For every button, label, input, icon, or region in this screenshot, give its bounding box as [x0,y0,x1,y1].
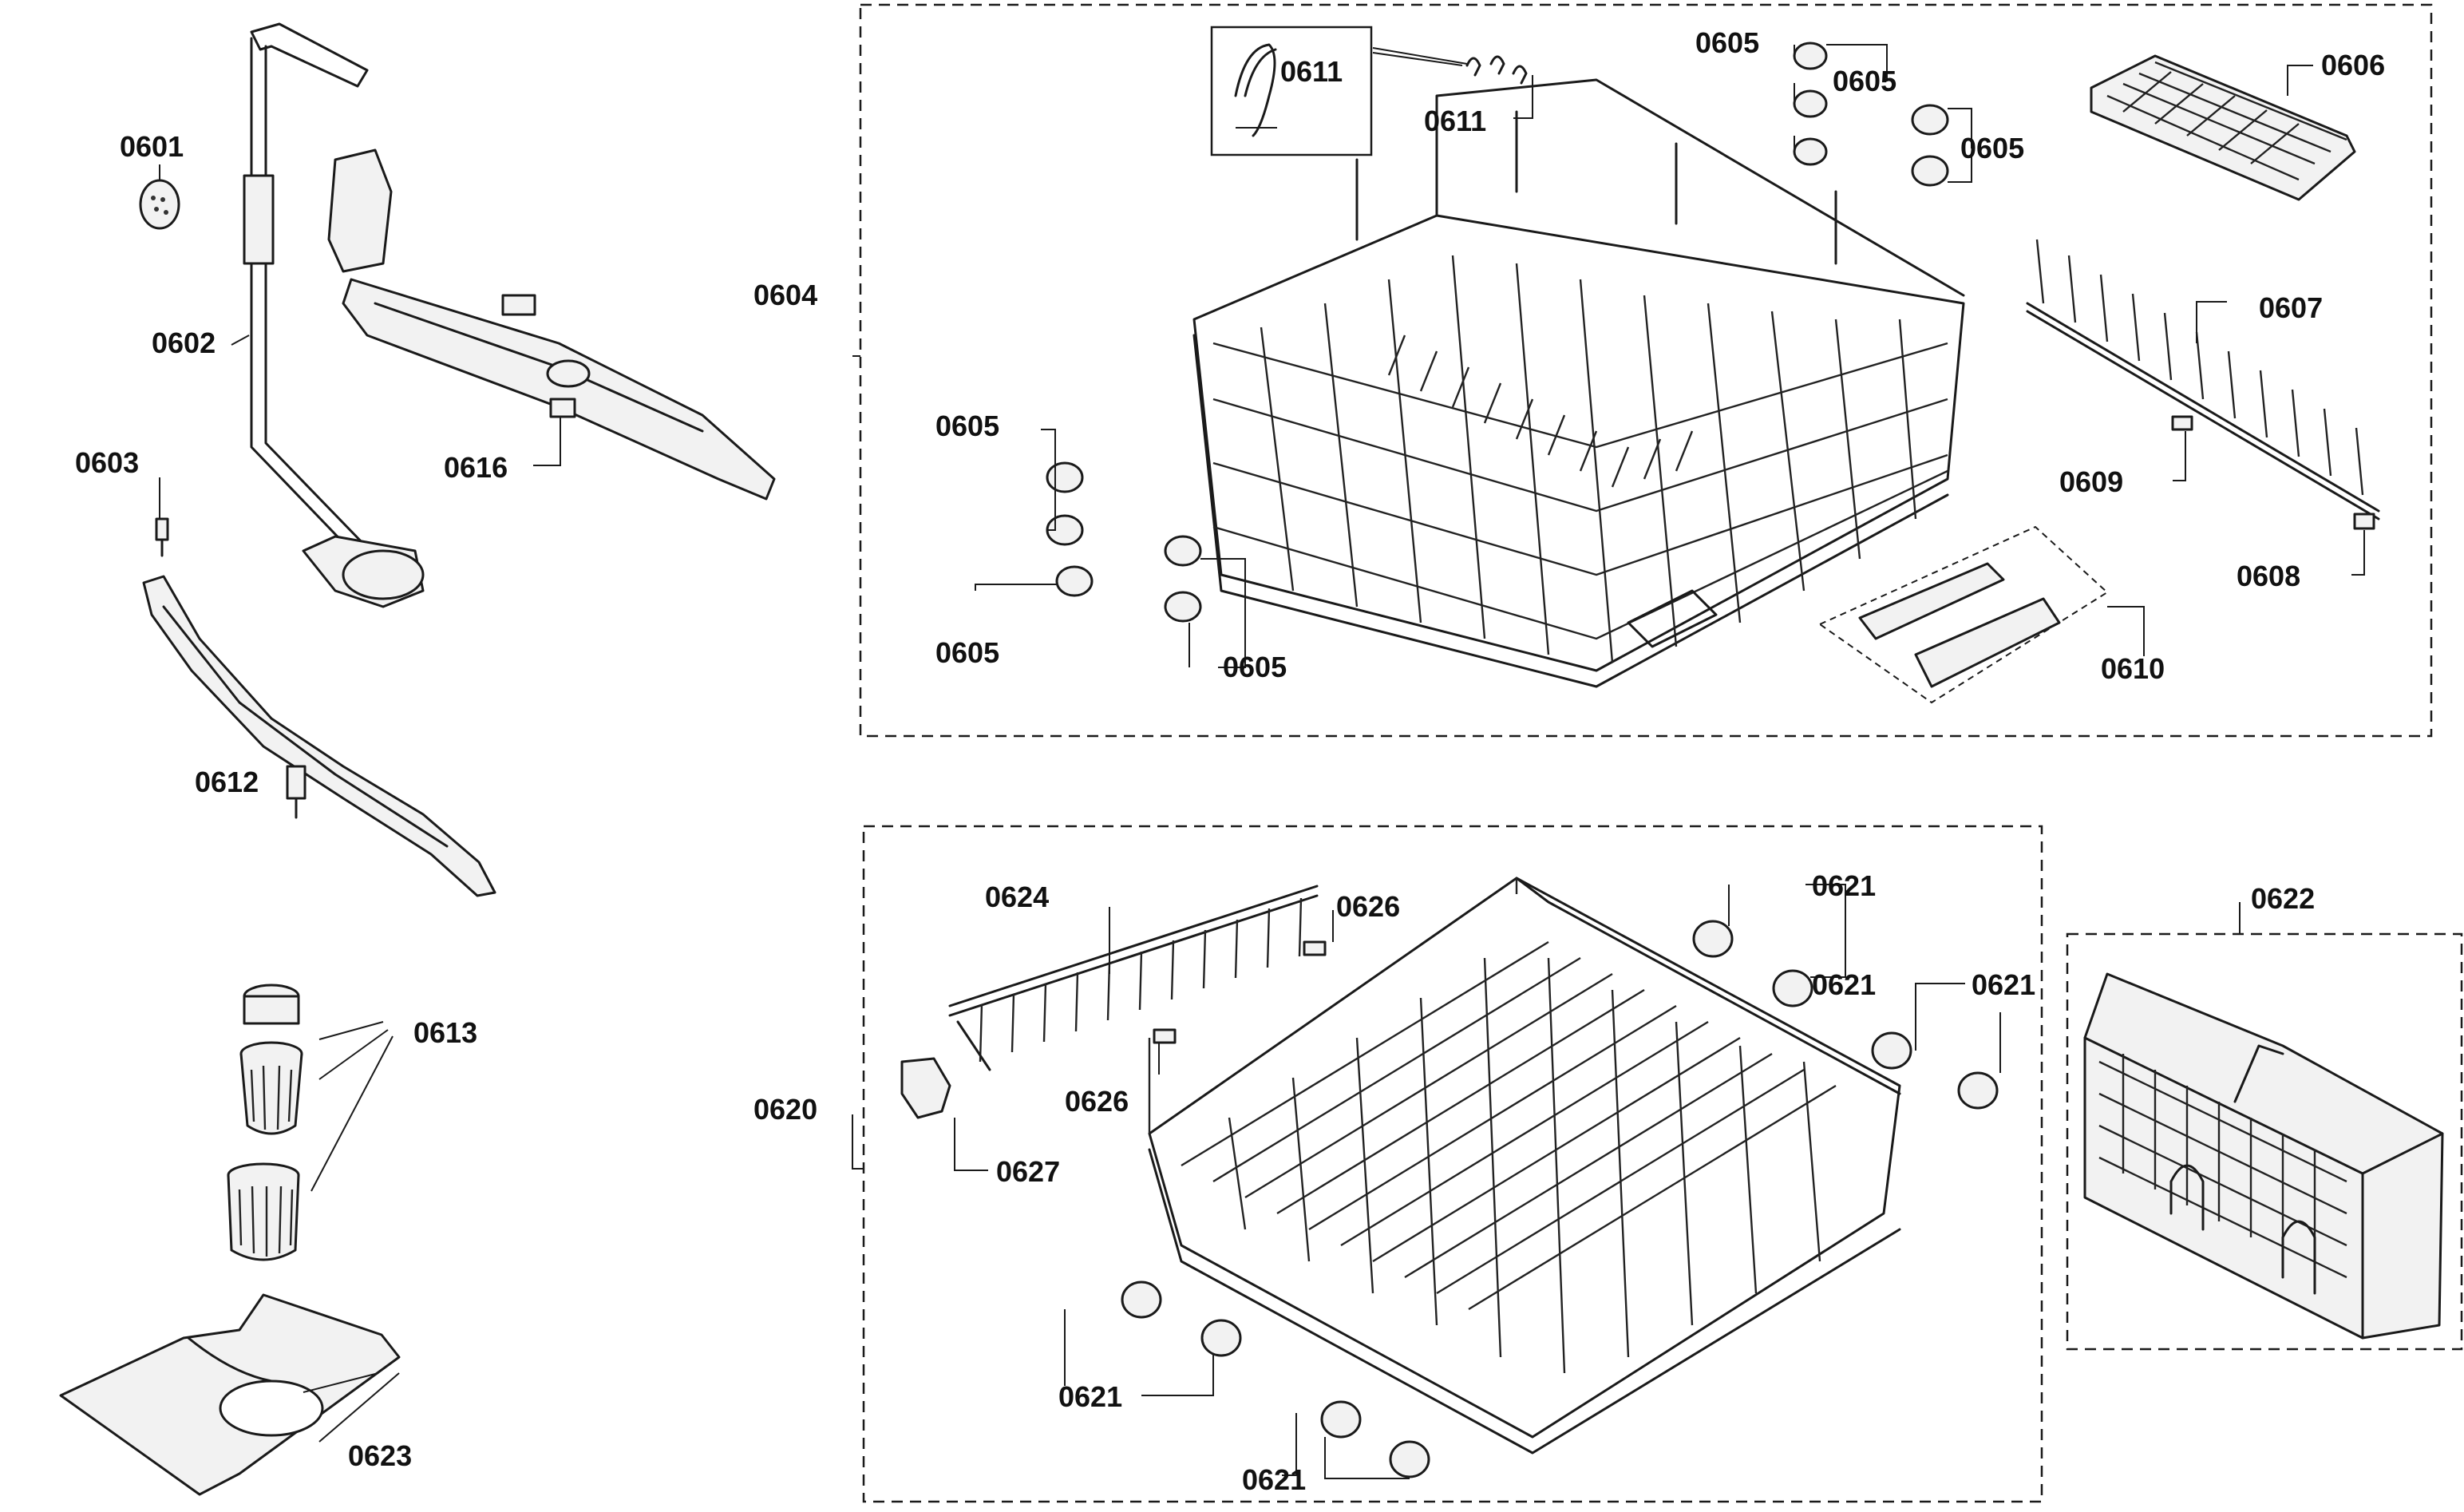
callout-0627: 0627 [996,1155,1060,1188]
part-0626-clip-upper [1303,940,1327,956]
callout-0605-a: 0605 [1695,26,1759,59]
part-0609-clip [2171,415,2193,431]
part-0612-lower-spray-arm [142,575,496,897]
callout-0610: 0610 [2101,652,2165,685]
callout-0604: 0604 [753,279,817,311]
callout-0605-b: 0605 [1833,65,1896,97]
part-0611-rack-clips [1234,43,1528,137]
callout-0623: 0623 [348,1439,412,1472]
part-0606-cup-shelf [2090,54,2356,201]
part-0610-handle-assembly [1817,525,2109,704]
callout-0607: 0607 [2259,291,2323,324]
callout-0606: 0606 [2321,49,2385,81]
part-0624-tine-row [948,885,1319,1071]
leader-lines [159,44,2365,1479]
callout-0605-e: 0605 [935,636,999,669]
lower-rack-wheels [1121,920,1999,1478]
callout-0612: 0612 [195,766,259,798]
callout-0602: 0602 [152,327,216,359]
callout-0616: 0616 [444,451,508,484]
callout-0624: 0624 [985,881,1049,913]
part-0608-clip [2353,513,2375,530]
callout-0609: 0609 [2059,465,2123,498]
callout-0611-a: 0611 [1280,55,1343,88]
lower-rack-group-box [862,825,2043,1503]
part-0601-filter-cap [139,179,180,230]
callout-0601: 0601 [120,130,184,163]
callout-0608: 0608 [2237,560,2300,592]
part-upper-wire-rack [1192,78,1965,688]
callout-0621-c: 0621 [1058,1380,1122,1413]
part-0627-latch [900,1057,951,1119]
part-0616-upper-spray-arm [327,148,776,501]
callout-0605-c: 0605 [1960,132,2024,164]
part-0623-sump-cover-plate [59,1293,401,1496]
callout-labels: 0601 0602 0603 0604 0605 0605 0605 0605 … [75,26,2385,1496]
part-0622-cutlery-basket [2083,972,2444,1340]
callout-0613: 0613 [413,1016,477,1049]
part-lower-wire-rack [1148,877,1901,1455]
upper-rack-group-box [859,3,2433,738]
callout-0603: 0603 [75,446,139,479]
callout-0605-f: 0605 [1223,651,1287,683]
callout-0620: 0620 [753,1093,817,1126]
callout-0626-b: 0626 [1065,1085,1129,1118]
callout-0621-d: 0621 [1242,1463,1306,1496]
part-0603-screw [155,517,169,557]
clip-inset-box [1210,26,1373,156]
callout-0621-b: 0621 [1972,968,2035,1001]
part-0613-filter-assembly [227,984,303,1261]
callout-0611-b: 0611 [1424,105,1486,137]
callout-0622: 0622 [2251,882,2315,915]
callout-0621-e: 0621 [1812,968,1876,1001]
callout-0621-a: 0621 [1812,869,1876,902]
part-0626-clip-lower [1153,1028,1177,1044]
callout-0626-a: 0626 [1336,890,1400,923]
callout-0605-d: 0605 [935,410,999,442]
upper-rack-wheels [1046,42,1949,623]
part-0607-tine-row [2026,239,2380,520]
part-0602-supply-tube [243,22,425,608]
